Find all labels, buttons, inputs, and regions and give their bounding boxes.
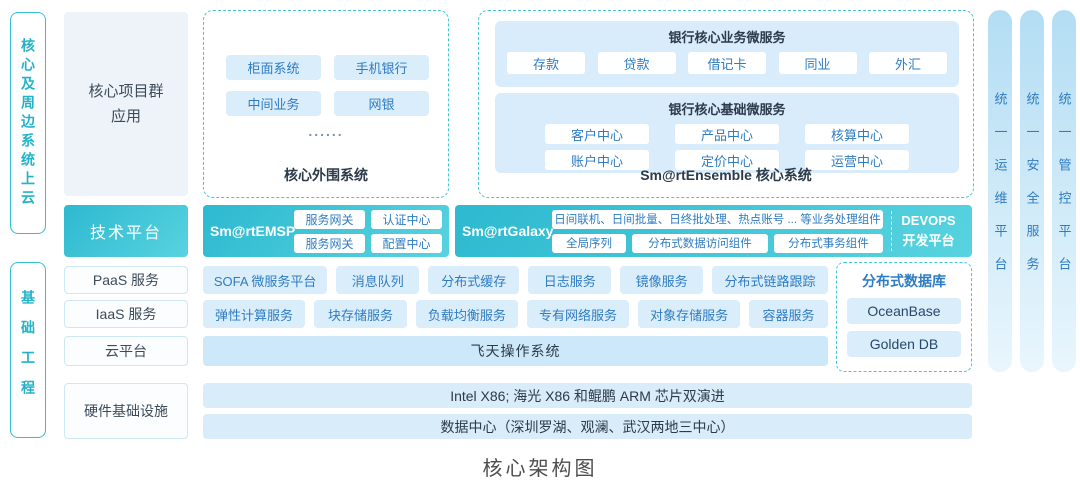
basic-node-row-2: 账户中心 定价中心 运营中心 [495,150,959,170]
node-forex: 外汇 [869,52,947,74]
node-service-gateway-2: 服务网关 [294,233,365,253]
strip-unified-security-label: 统一安全服务 [1024,92,1040,290]
business-node-row: 存款 贷款 借记卡 同业 外汇 [495,52,959,74]
node-account-center: 账户中心 [545,150,649,170]
row-header-iaas-label: IaaS 服务 [95,306,157,322]
node-business-processing-components: 日间联机、日间批量、日终批处理、热点账号 ... 等业务处理组件 [552,209,883,229]
paas-row: SOFA 微服务平台 消息队列 分布式缓存 日志服务 镜像服务 分布式链路跟踪 [203,266,828,294]
devops-platform-label: DEVOPS 开发平台 [891,211,965,251]
node-accounting-center: 核算中心 [805,124,909,144]
side-tag-infrastructure-label: 基础工程 [20,290,36,410]
row-header-tech-label: 技术平台 [89,225,162,242]
distributed-db-box: 分布式数据库 OceanBase Golden DB [836,262,972,372]
galaxy-bar: Sm@rtGalaxy 日间联机、日间批量、日终批处理、热点账号 ... 等业务… [455,205,972,257]
node-online-banking: 网银 [334,91,429,116]
node-mobile-banking: 手机银行 [334,55,429,80]
strip-unified-ops-label: 统一运维平台 [992,92,1008,290]
diagram-title: 核心架构图 [482,458,598,480]
node-intermediate-business: 中间业务 [226,91,321,116]
node-container-service: 容器服务 [749,300,828,328]
strip-unified-control-label: 统一管控平台 [1056,92,1072,290]
row-header-apps: 核心项目群应用 [64,12,188,196]
row-header-iaas: IaaS 服务 [64,300,188,328]
emsp-node-grid: 服务网关 认证中心 服务网关 配置中心 [294,209,442,253]
row-header-cloud-label: 云平台 [105,343,147,359]
side-tag-infrastructure: 基础工程 [10,262,46,438]
distributed-db-title: 分布式数据库 [862,273,946,289]
node-distributed-tracing: 分布式链路跟踪 [712,266,828,294]
node-image-service: 镜像服务 [620,266,703,294]
node-debit-card: 借记卡 [688,52,766,74]
node-distributed-transaction: 分布式事务组件 [774,233,883,253]
basic-panel-title: 银行核心基础微服务 [668,102,786,117]
galaxy-name: Sm@rtGalaxy [462,223,554,239]
galaxy-node-row: 全局序列 分布式数据访问组件 分布式事务组件 [552,233,883,253]
node-product-center: 产品中心 [675,124,779,144]
ensemble-box: 银行核心业务微服务 存款 贷款 借记卡 同业 外汇 银行核心基础微服务 客户中心… [478,10,974,198]
basic-microservices-panel: 银行核心基础微服务 客户中心 产品中心 核算中心 账户中心 定价中心 运营中心 [495,93,959,173]
node-auth-center: 认证中心 [371,209,442,229]
row-header-paas-label: PaaS 服务 [92,272,160,288]
row-header-cloud-platform: 云平台 [64,336,188,366]
node-loan: 贷款 [597,52,676,74]
devops-line2: 开发平台 [902,233,955,248]
row-header-tech-platform: 技术平台 [64,205,188,257]
galaxy-node-area: 日间联机、日间批量、日终批处理、热点账号 ... 等业务处理组件 全局序列 分布… [552,209,883,253]
business-microservices-panel: 银行核心业务微服务 存款 贷款 借记卡 同业 外汇 [495,21,959,87]
iaas-row: 弹性计算服务 块存储服务 负载均衡服务 专有网络服务 对象存储服务 容器服务 [203,300,828,328]
node-message-queue: 消息队列 [336,266,420,294]
row-header-hardware-label: 硬件基础设施 [84,403,168,419]
node-oceanbase: OceanBase [847,298,961,324]
node-block-storage: 块存储服务 [314,300,407,328]
row-header-paas: PaaS 服务 [64,266,188,294]
hardware-datacenter-bar: 数据中心（深圳罗湖、观澜、武汉两地三中心） [203,414,972,439]
side-tag-core-cloud-label: 核心及周边系统上云 [20,37,36,209]
node-customer-center: 客户中心 [545,124,649,144]
node-global-sequence: 全局序列 [552,233,626,253]
strip-unified-ops: 统一运维平台 [988,10,1012,372]
ensemble-label: Sm@rtEnsemble 核心系统 [640,167,812,183]
node-goldendb: Golden DB [847,331,961,357]
emsp-bar: Sm@rtEMSP 服务网关 认证中心 服务网关 配置中心 [203,205,449,257]
row-header-apps-label: 核心项目群应用 [88,82,164,126]
node-config-center: 配置中心 [371,233,442,253]
node-interbank: 同业 [778,52,857,74]
node-service-gateway-1: 服务网关 [294,209,365,229]
node-counter-system: 柜面系统 [226,55,321,80]
node-distributed-data-access: 分布式数据访问组件 [632,233,769,253]
strip-unified-security: 统一安全服务 [1020,10,1044,372]
business-panel-title: 银行核心业务微服务 [668,30,786,45]
node-vpc-service: 专有网络服务 [526,300,630,328]
node-elastic-compute: 弹性计算服务 [203,300,306,328]
node-load-balancer: 负载均衡服务 [415,300,518,328]
ellipsis-text: ...... [308,123,344,139]
devops-line1: DEVOPS [901,213,956,228]
row-header-hardware: 硬件基础设施 [64,383,188,439]
side-tag-core-cloud: 核心及周边系统上云 [10,12,46,234]
node-apsara-os: 飞天操作系统 [203,336,828,366]
strip-unified-control: 统一管控平台 [1052,10,1076,372]
node-operation-center: 运营中心 [805,150,909,170]
node-object-storage: 对象存储服务 [638,300,741,328]
peripheral-systems-label: 核心外围系统 [284,167,368,183]
node-log-service: 日志服务 [528,266,612,294]
node-sofa-platform: SOFA 微服务平台 [203,266,328,294]
basic-node-row-1: 客户中心 产品中心 核算中心 [495,124,959,144]
node-distributed-cache: 分布式缓存 [428,266,520,294]
node-pricing-center: 定价中心 [675,150,779,170]
hardware-chip-bar: Intel X86; 海光 X86 和鲲鹏 ARM 芯片双演进 [203,383,972,408]
emsp-name: Sm@rtEMSP [210,223,296,239]
peripheral-systems-box: 柜面系统 手机银行 中间业务 网银 ...... 核心外围系统 [203,10,449,198]
node-deposit: 存款 [507,52,585,74]
